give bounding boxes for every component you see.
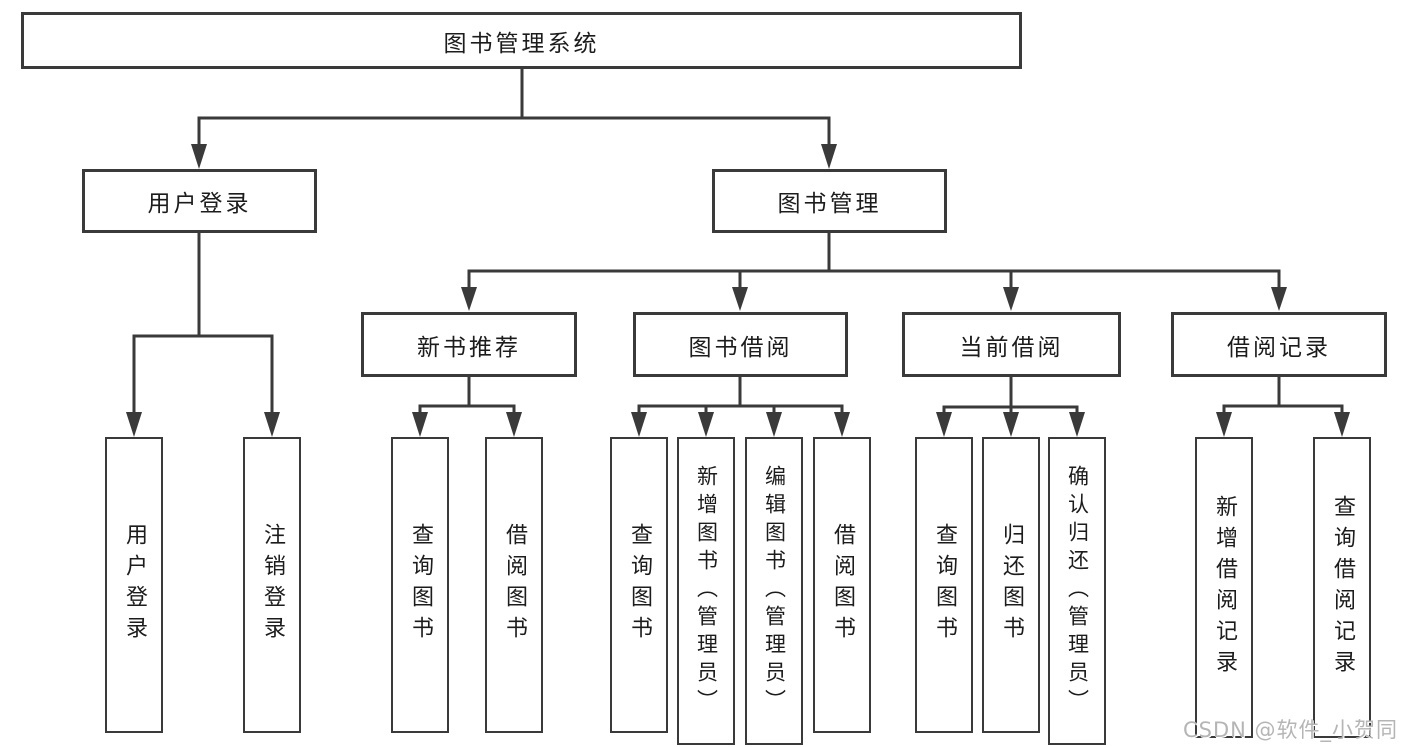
leaf-borrow-books: 借阅图书 bbox=[813, 437, 871, 733]
node-book-management: 图书管理 bbox=[712, 169, 947, 233]
leaf-query-books-current: 查询图书 bbox=[915, 437, 973, 733]
node-book-borrow: 图书借阅 bbox=[633, 312, 848, 377]
node-borrow-records: 借阅记录 bbox=[1171, 312, 1387, 377]
leaf-return-books: 归还图书 bbox=[982, 437, 1040, 733]
leaf-user-login: 用户登录 bbox=[105, 437, 163, 733]
leaf-borrow-books-recommend: 借阅图书 bbox=[485, 437, 543, 733]
leaf-add-books-admin: 新增图书（管理员） bbox=[677, 437, 735, 745]
leaf-logout: 注销登录 bbox=[243, 437, 301, 733]
csdn-watermark: CSDN @软件_小贺同学 bbox=[1183, 718, 1399, 742]
leaf-edit-books-admin: 编辑图书（管理员） bbox=[745, 437, 803, 745]
leaf-confirm-return-admin: 确认归还（管理员） bbox=[1048, 437, 1106, 745]
leaf-add-borrow-record: 新增借阅记录 bbox=[1195, 437, 1253, 738]
node-library-management-system: 图书管理系统 bbox=[21, 12, 1022, 69]
arrowheads bbox=[126, 144, 1350, 437]
node-new-book-recommend: 新书推荐 bbox=[361, 312, 577, 377]
leaf-query-books-borrow: 查询图书 bbox=[610, 437, 668, 733]
node-current-borrow: 当前借阅 bbox=[902, 312, 1121, 377]
leaf-query-books-recommend: 查询图书 bbox=[391, 437, 449, 733]
node-user-login: 用户登录 bbox=[82, 169, 317, 233]
leaf-query-borrow-record: 查询借阅记录 bbox=[1313, 437, 1371, 738]
